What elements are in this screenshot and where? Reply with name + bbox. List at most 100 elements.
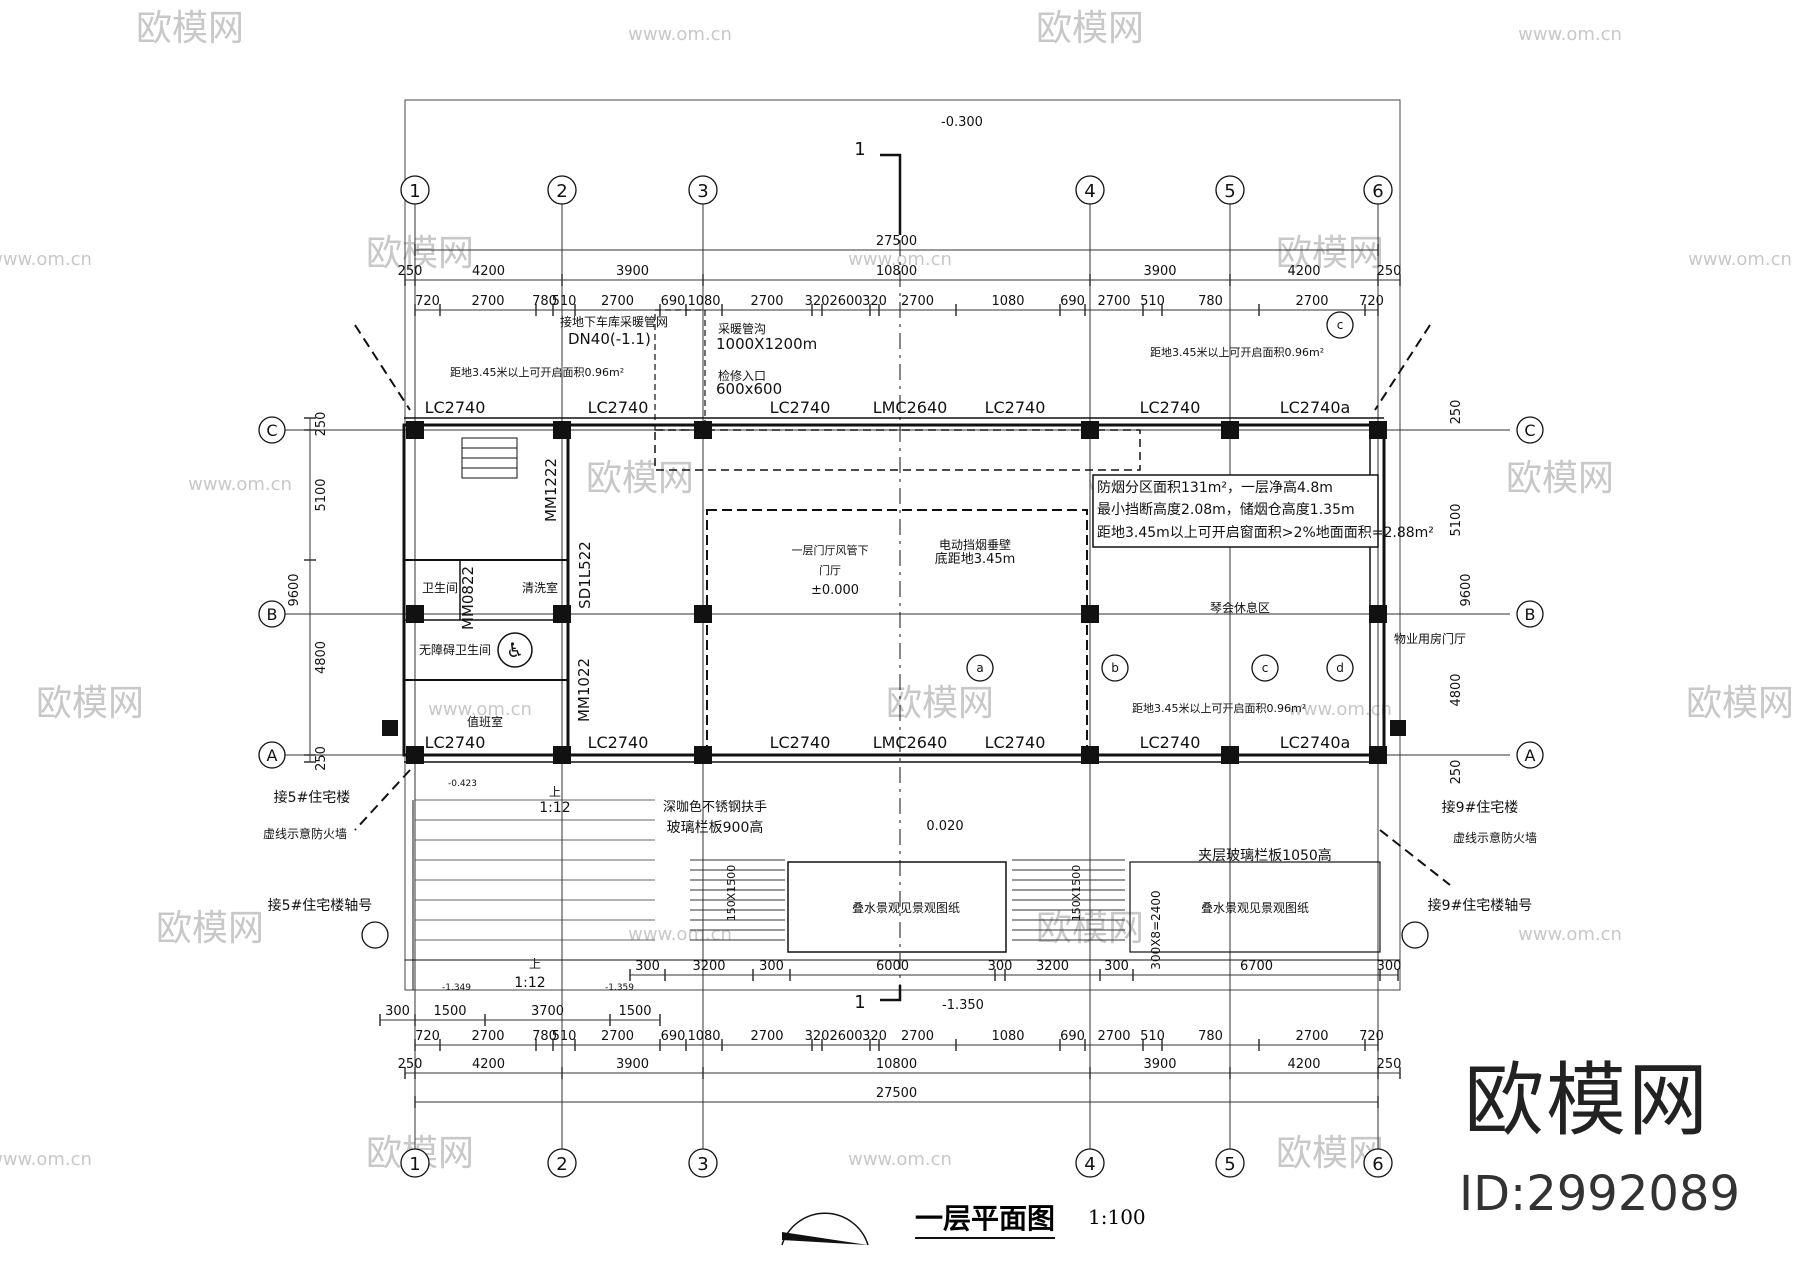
axis-bubble xyxy=(1215,175,1245,205)
svg-text:♿: ♿ xyxy=(506,638,524,662)
dim-row3-bottom-text: 1080 xyxy=(687,1029,720,1044)
note-smoke3: 距地3.45m以上可开启窗面积>2%地面面积=2.88m² xyxy=(1097,524,1434,541)
dim-right-total: 9600 xyxy=(1459,573,1474,606)
drawing-title: 一层平面图 xyxy=(915,1197,1056,1239)
column xyxy=(694,605,712,623)
note-smoke-wall2: 底距地3.45m xyxy=(935,551,1016,567)
detail-bubble xyxy=(1326,654,1354,682)
axis-bubble xyxy=(547,1148,577,1178)
axis-bubble xyxy=(400,1148,430,1178)
note-steps1: 300X8=2400 xyxy=(1149,890,1163,969)
axis-label: C xyxy=(1524,421,1535,440)
watermark: 欧模网 xyxy=(36,683,144,724)
watermark: 欧模网 xyxy=(136,8,244,49)
dim-row2-bottom-text: 10800 xyxy=(876,1057,917,1072)
dim-row2-bottom-text: 3900 xyxy=(616,1057,649,1072)
note-access2: 600x600 xyxy=(716,380,782,398)
accessible-icon: ♿ xyxy=(497,632,533,668)
door-label: MM1222 xyxy=(542,458,560,522)
axis-bubble xyxy=(1075,175,1105,205)
window-label-bottom: LC2740 xyxy=(588,733,649,752)
dim-right-text: 4800 xyxy=(1449,673,1464,706)
axis-grid xyxy=(258,175,1544,1178)
window-label-top: LC2740a xyxy=(1280,398,1351,417)
dim-row3-top-text: 320 xyxy=(805,294,830,309)
dim-right-text: 250 xyxy=(1449,760,1464,785)
note-window-tl: 距地3.45米以上可开启面积0.96m² xyxy=(450,366,624,379)
note-link-l: 接5#住宅楼 xyxy=(274,789,351,806)
axis-label: 2 xyxy=(556,181,567,202)
column xyxy=(1221,746,1239,764)
axis-label: 1 xyxy=(409,181,420,202)
note-fire-r: 虚线示意防火墙 xyxy=(1453,830,1537,845)
detail-label: c xyxy=(1337,318,1344,332)
dim-row3-top-text: 1080 xyxy=(687,294,720,309)
dim-row3-top-text: 2700 xyxy=(901,294,934,309)
column xyxy=(553,605,571,623)
note-link-r2: 接9#住宅楼轴号 xyxy=(1428,897,1533,914)
room-duty: 值班室 xyxy=(467,714,503,729)
dim-bottom-b-text: 3200 xyxy=(1036,959,1069,974)
note-rail3: 夹层玻璃栏板1050高 xyxy=(1198,847,1332,864)
watermark-url: www.om.cn xyxy=(848,249,952,270)
axis-label: 5 xyxy=(1224,1154,1235,1175)
dim-row2-bottom-text: 250 xyxy=(398,1057,423,1072)
dim-row2-top-text: 3900 xyxy=(1143,264,1176,279)
dim-total-bottom-text: 27500 xyxy=(876,1086,917,1101)
dim-row3-top-text: 1080 xyxy=(991,294,1024,309)
link-bubble xyxy=(361,921,389,949)
dim-row2-top-text: 250 xyxy=(398,264,423,279)
axis-bubble xyxy=(688,175,718,205)
hall-boundary xyxy=(706,509,1088,756)
dim-row3-top-text: 690 xyxy=(661,294,686,309)
dim-row3-bottom-text: 1080 xyxy=(991,1029,1024,1044)
detail-label: b xyxy=(1111,661,1119,675)
door-label: MM1022 xyxy=(575,658,593,722)
dim-row3-bottom-text: 510 xyxy=(1140,1029,1165,1044)
fire-wall-markers xyxy=(354,324,1451,886)
steps xyxy=(415,799,1125,941)
watermark: 欧模网 xyxy=(1686,683,1794,724)
dim-bottom-b-text: 300 xyxy=(1104,959,1129,974)
section-line xyxy=(880,153,902,1002)
axis-bubble xyxy=(1516,416,1544,444)
dim-row3-bottom-text: 780 xyxy=(532,1029,557,1044)
watermark: 欧模网 xyxy=(156,908,264,949)
note-rail2: 玻璃栏板900高 xyxy=(667,819,764,836)
section-mark-top: 1 xyxy=(854,139,865,160)
elev-small: -1.359 xyxy=(605,983,634,993)
detail-label: d xyxy=(1336,661,1344,675)
dim-left-text: 5100 xyxy=(314,478,329,511)
axis-label: B xyxy=(1525,605,1536,624)
watermark-url: www.om.cn xyxy=(428,699,532,720)
watermark-url: www.om.cn xyxy=(0,1149,92,1170)
axis-bubble xyxy=(258,600,286,628)
column xyxy=(1081,421,1099,439)
axis-label: B xyxy=(267,605,278,624)
elev-small: -1.349 xyxy=(442,983,471,993)
dim-row3-top-text: 2700 xyxy=(750,294,783,309)
axis-label: 2 xyxy=(556,1154,567,1175)
watermark: 欧模网 xyxy=(1506,458,1614,499)
room-pool1: 叠水景观见景观图纸 xyxy=(852,901,960,915)
dim-row3-top-text: 780 xyxy=(1198,294,1223,309)
watermark-url: www.om.cn xyxy=(0,249,92,270)
room-pool2: 叠水景观见景观图纸 xyxy=(1201,901,1309,915)
dim-row3-bottom-text: 510 xyxy=(552,1029,577,1044)
axis-bubble xyxy=(1363,1148,1393,1178)
axis-bubble xyxy=(258,416,286,444)
dim-bottom-b-text: 300 xyxy=(988,959,1013,974)
column xyxy=(694,746,712,764)
dim-row2-top-text: 10800 xyxy=(876,264,917,279)
axis-bubble xyxy=(1516,741,1544,769)
elev-hall: ±0.000 xyxy=(811,583,859,598)
note-smoke-wall: 电动挡烟垂壁 xyxy=(939,537,1011,552)
room-property: 物业用房门厅 xyxy=(1394,631,1466,646)
note-rail1: 深咖色不锈钢扶手 xyxy=(663,799,767,815)
note-steps3: 150X1500 xyxy=(1070,865,1083,922)
dim-bottom-a-text: 3700 xyxy=(531,1004,564,1019)
column xyxy=(694,421,712,439)
landscape xyxy=(405,800,1400,990)
